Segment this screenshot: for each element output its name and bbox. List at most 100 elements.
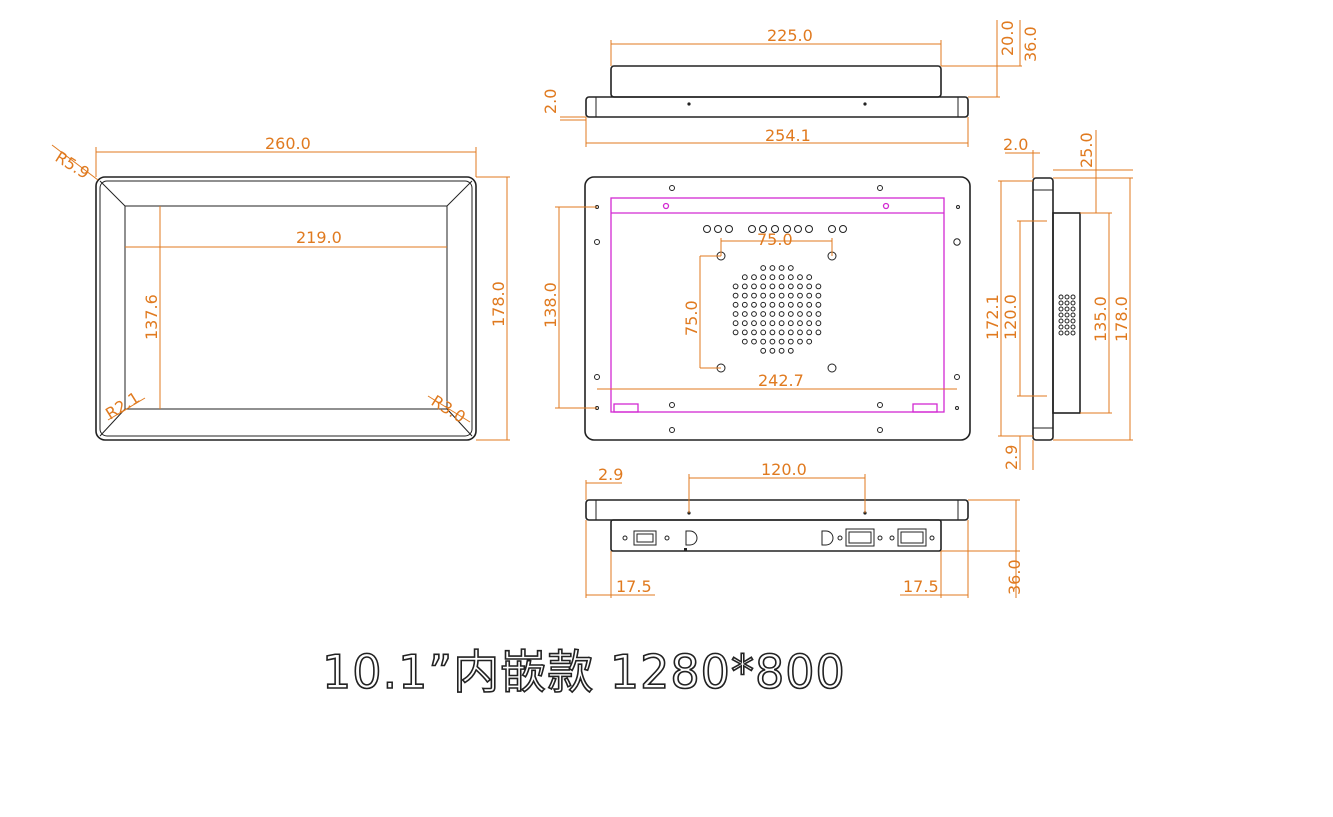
vent-hole [778,320,785,327]
vent-hole [760,292,767,299]
vent-hole [787,274,794,281]
vent-hole [806,329,813,336]
side-vent-hole [1058,300,1064,306]
vent-hole [797,320,803,327]
side-h1-label: 172.1 [983,294,1002,340]
vent-hole [787,320,794,327]
vent-hole [769,338,776,345]
vent-hole [769,320,776,327]
vent-hole [769,292,776,299]
vent-hole [760,320,767,327]
vent-hole [797,283,803,290]
vent-hole [741,292,748,299]
vent-hole [741,283,748,290]
side-h2-label: 120.0 [1001,294,1020,340]
front-radius-label: R5.9 [52,147,93,182]
top-bezel-label: 2.0 [541,89,560,114]
side-vent-hole [1058,324,1064,330]
vent-hole [760,301,767,308]
bottom-depth-label: 36.0 [1005,559,1024,595]
vent-hole [787,311,794,317]
top-inner-width-label: 225.0 [767,26,813,45]
side-vent-hole [1064,306,1070,312]
vent-hole [769,274,776,281]
side-vent-hole [1070,312,1076,318]
vent-hole [787,347,794,354]
vent-hole [741,301,748,308]
vesa-horizontal-label: 75.0 [757,230,793,249]
vent-hole [751,274,757,281]
side-vent-hole [1058,294,1064,300]
vent-hole [741,274,748,281]
vent-hole [815,329,822,336]
vent-hole [806,274,813,281]
vent-hole [751,329,757,336]
vent-hole [778,265,785,271]
vent-hole [806,311,813,317]
vent-hole [778,329,785,336]
screw-hole [794,225,802,233]
vent-hole [760,311,767,317]
side-vent-hole [1064,294,1070,300]
back-height-label: 138.0 [541,282,560,328]
vent-hole [815,320,822,327]
side-vent-hole [1058,330,1064,336]
vent-hole [760,338,767,345]
bottom-right-label: 17.5 [903,577,939,596]
vent-hole [732,311,739,317]
side-vent-hole [1058,318,1064,324]
vent-hole [806,283,813,290]
vent-hole [769,265,776,271]
screen-radius-left-label: R2.1 [102,388,143,423]
model-caption: 10.1”内嵌款 1280*800 [321,644,846,700]
vent-hole [732,283,739,290]
front-width-label: 260.0 [265,134,311,153]
vent-hole [806,301,813,308]
side-vent-holes [1058,294,1076,336]
vent-hole [806,338,813,345]
side-h4-label: 178.0 [1112,296,1131,342]
vent-hole [760,329,767,336]
screw-hole [725,225,733,233]
vent-hole [797,292,803,299]
side-vent-hole [1070,294,1076,300]
vent-hole [751,338,757,345]
vent-hole [769,347,776,354]
screw-hole [783,225,791,233]
vent-hole [787,265,794,271]
vent-hole [732,301,739,308]
vent-hole [806,320,813,327]
vent-hole [751,283,757,290]
side-vent-hole [1064,318,1070,324]
screw-hole [759,225,767,233]
vent-hole [741,329,748,336]
top-view: 225.0 20.0 36.0 2.0 254.1 [541,20,1040,147]
side-vent-hole [1064,312,1070,318]
vent-hole [741,311,748,317]
screen-height-label: 137.6 [142,294,161,340]
vent-hole [806,292,813,299]
vent-hole [815,292,822,299]
vent-hole [797,311,803,317]
bottom-span-label: 120.0 [761,460,807,479]
side-vent-hole [1064,300,1070,306]
vent-hole [797,274,803,281]
vent-hole [751,292,757,299]
vent-hole [815,283,822,290]
side-vent-hole [1070,318,1076,324]
side-vent-hole [1058,312,1064,318]
screw-hole [703,225,711,233]
screen-radius-right-label: R3.0 [428,391,469,426]
vent-hole [732,292,739,299]
vent-hole [815,301,822,308]
side-vent-hole [1070,324,1076,330]
vent-hole [787,292,794,299]
side-bezel-label: 2.0 [1003,135,1028,154]
vent-hole [778,301,785,308]
vent-hole [760,347,767,354]
vent-hole [778,311,785,317]
vent-hole [797,301,803,308]
screw-hole [714,225,722,233]
vent-hole [751,311,757,317]
